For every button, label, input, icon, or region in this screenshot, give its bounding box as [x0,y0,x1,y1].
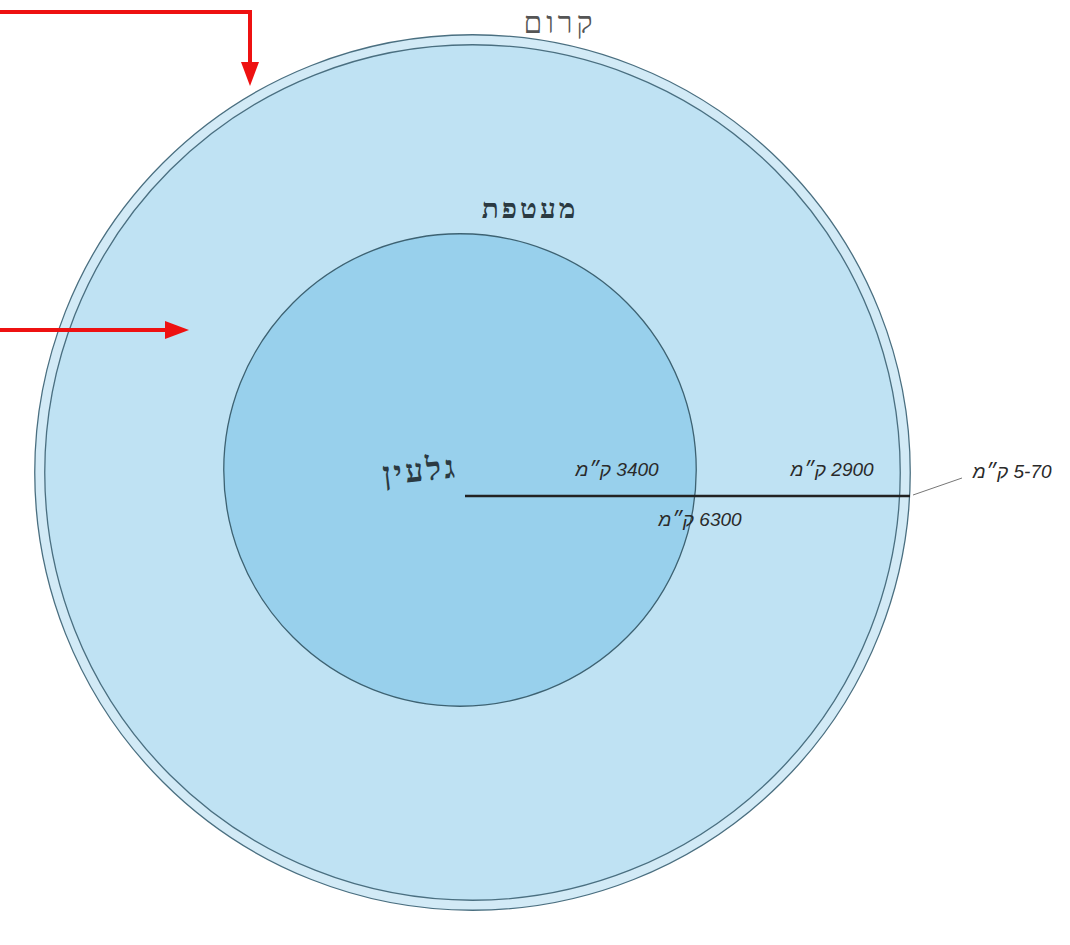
radius-line [465,495,910,498]
dimension-label: 6300 ק״מ [658,509,741,531]
layer-name: גלעין [381,447,460,493]
red-arrow [0,328,165,332]
red-arrowhead [241,62,259,86]
red-arrow [0,12,250,62]
leader-line [913,478,962,495]
circle-outline [44,44,901,901]
dimension-label: 2900 ק״מ [790,459,873,481]
crust-circle: קרוםמעטפתגלעין [34,34,911,911]
dimension-label: 3400 ק״מ [575,459,658,481]
layer-fill [35,35,911,911]
layer-name: קרום [523,6,596,40]
layer-fill [224,234,697,707]
mantle-circle: מעטפת גלעין [44,44,901,901]
layer-fill [45,45,901,901]
dimension-label: 5-70 ק״מ [972,461,1051,483]
layer-name: מעטפת [482,192,579,225]
circle-outline [34,34,911,911]
